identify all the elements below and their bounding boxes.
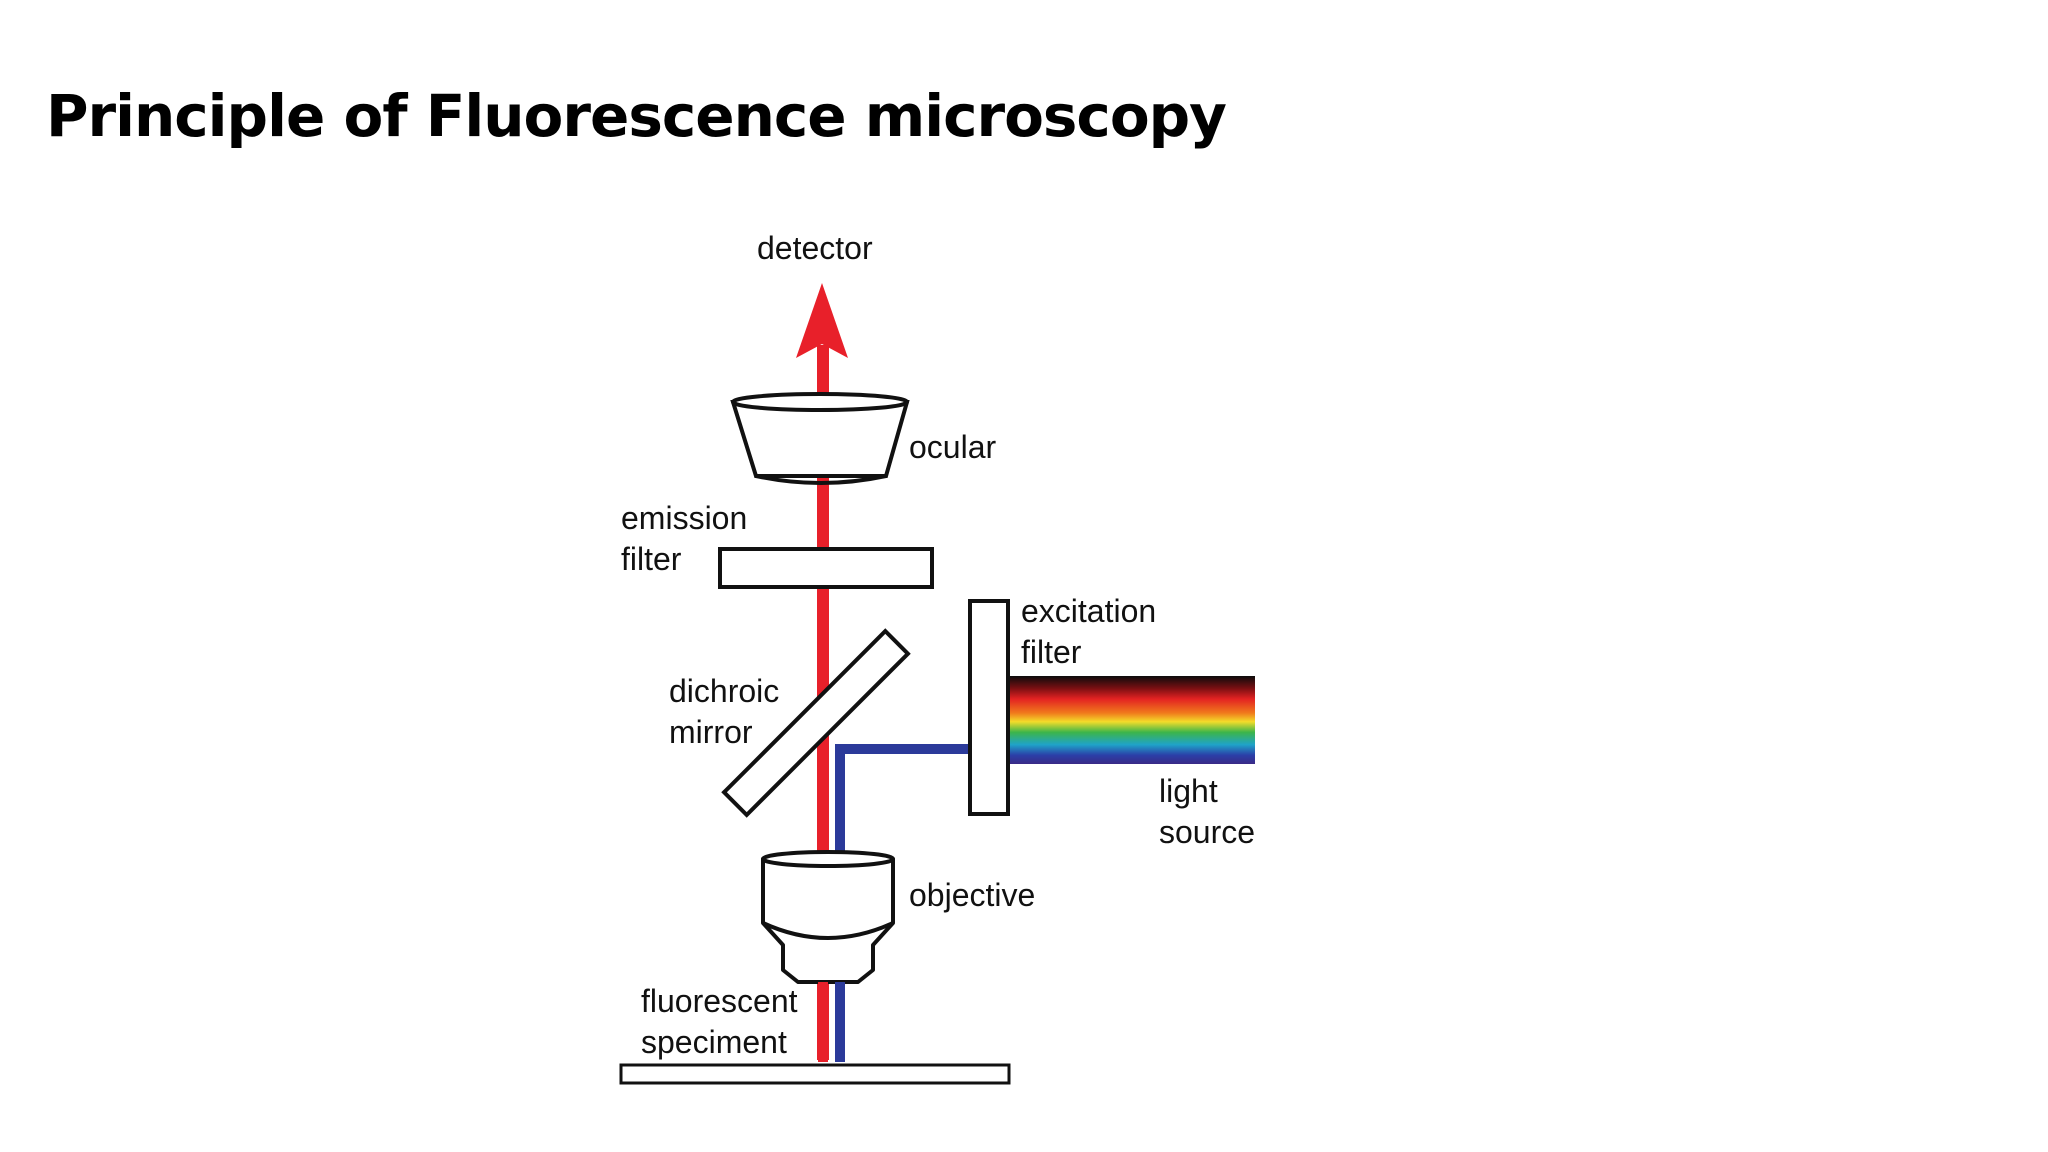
- slide-title: Principle of Fluorescence microscopy: [46, 82, 1227, 150]
- emission-filter: [718, 547, 934, 589]
- fluorescent-specimen-label: fluorescent speciment: [641, 983, 806, 1060]
- excitation-filter: [968, 599, 1010, 816]
- objective-lens: [761, 850, 895, 984]
- light-source-label-line2: source: [1159, 814, 1255, 850]
- light-source-label-line1: light: [1159, 773, 1218, 809]
- dichroic-mirror-label-line1: dichroic: [669, 673, 779, 709]
- excitation-filter-label-line1: excitation: [1021, 593, 1156, 629]
- emission-filter-label-line1: emission: [621, 500, 747, 536]
- emission-filter-label: emission filter: [621, 500, 756, 577]
- fluorescent-specimen-label-line2: speciment: [641, 1024, 787, 1060]
- detector-arrow-icon: [796, 283, 848, 358]
- excitation-filter-label-line2: filter: [1021, 634, 1082, 670]
- dichroic-mirror: [721, 628, 911, 818]
- specimen-slide: [619, 1063, 1011, 1085]
- light-source-label: light source: [1159, 773, 1255, 850]
- fluorescent-specimen-label-line1: fluorescent: [641, 983, 798, 1019]
- dichroic-mirror-label: dichroic mirror: [669, 673, 788, 750]
- ocular-label: ocular: [909, 429, 997, 465]
- excitation-filter-label: excitation filter: [1021, 593, 1165, 670]
- light-source-beam: [1005, 676, 1255, 764]
- objective-label: objective: [909, 877, 1035, 913]
- emission-filter-label-line2: filter: [621, 541, 682, 577]
- dichroic-mirror-label-line2: mirror: [669, 714, 753, 750]
- ocular-lens: [730, 392, 910, 485]
- detector-label: detector: [757, 230, 873, 266]
